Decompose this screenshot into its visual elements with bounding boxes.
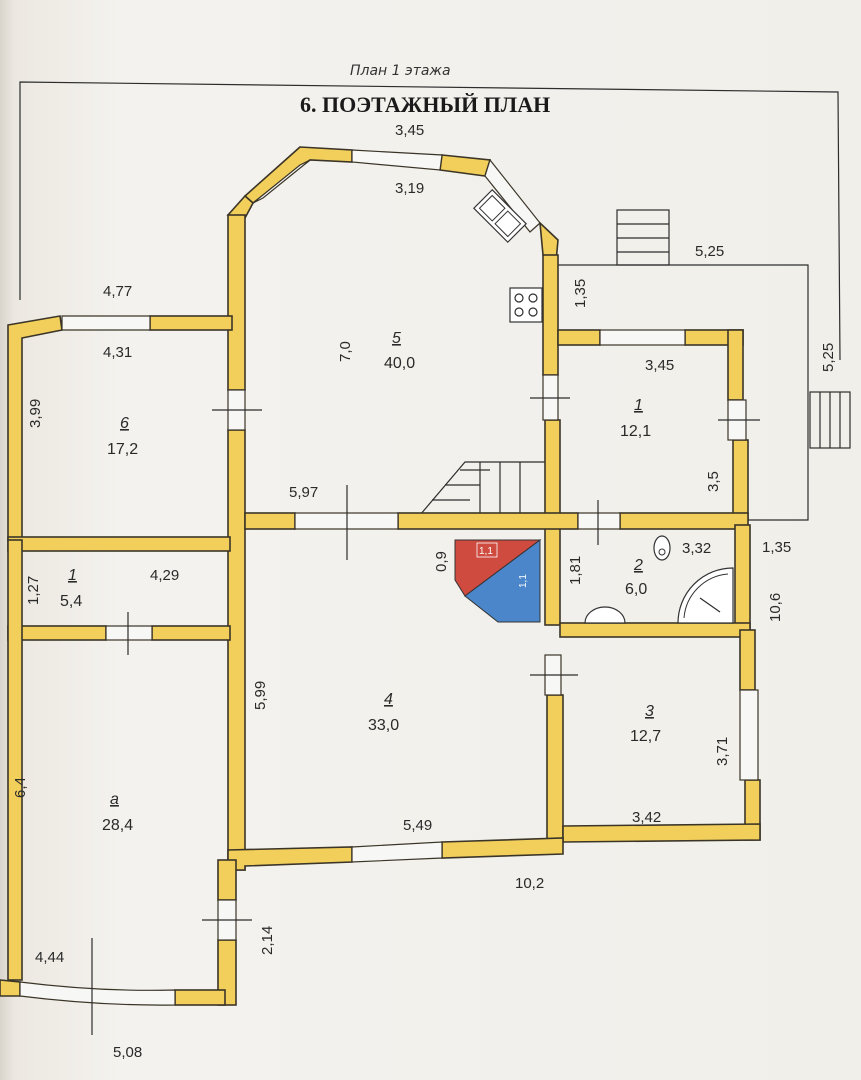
dim-stair-0-9: 0,9	[433, 551, 450, 572]
room-5-area: 40,0	[384, 355, 415, 372]
dim-porch-width: 5,25	[695, 243, 724, 260]
dim-left-top-outer: 4,77	[103, 283, 132, 300]
washbasin-fixture	[584, 606, 626, 624]
dim-room2-height: 1,81	[567, 556, 584, 585]
page-frame-line	[19, 81, 841, 361]
room-4-number: 4	[384, 691, 393, 708]
toilet-fixture	[653, 535, 671, 561]
sink-fixture	[472, 188, 528, 244]
shower-fixture	[677, 567, 734, 624]
handwritten-title: План 1 этажа	[350, 63, 451, 79]
dim-room1left-height: 1,27	[25, 576, 42, 605]
room-1-top-area: 12,1	[620, 423, 651, 440]
room-2-number: 2	[633, 557, 643, 574]
dim-room3-bottom: 3,42	[632, 809, 661, 826]
dim-room5-height: 7,0	[337, 341, 354, 362]
dim-room1-height: 3,5	[705, 471, 722, 492]
door-marks	[91, 397, 760, 1035]
room-2-area: 6,0	[625, 581, 647, 598]
room-1-top-number: 1	[634, 397, 643, 414]
staircase	[419, 461, 545, 516]
dim-veranda-5-08: 5,08	[113, 1044, 142, 1061]
porch-steps-top	[616, 209, 670, 266]
dim-veranda-4-44: 4,44	[35, 949, 64, 966]
dim-room1left-width: 4,29	[150, 567, 179, 584]
room-a-area: 28,4	[102, 817, 133, 834]
dim-left-6-4: 6,4	[12, 777, 29, 798]
dim-top-outer: 3,45	[395, 122, 424, 139]
windows	[19, 149, 759, 1006]
section-title: 6. ПОЭТАЖНЫЙ ПЛАН	[300, 92, 550, 117]
room-labels: 5 40,0 6 17,2 1 12,1 1 5,4 2 6,0 3 12,7 …	[60, 330, 661, 834]
walls	[0, 146, 761, 1006]
stove-top-fixture	[509, 287, 543, 323]
dim-5-97: 5,97	[289, 484, 318, 501]
heating-stove: 1,1 1,1	[454, 539, 542, 623]
dim-side-top: 1,35	[572, 279, 589, 308]
dim-room3-height: 3,71	[714, 737, 731, 766]
dim-total-10-2: 10,2	[515, 875, 544, 892]
dim-room1-width: 3,45	[645, 357, 674, 374]
room-5-number: 5	[392, 330, 401, 347]
dim-top-inner: 3,19	[395, 180, 424, 197]
dim-room4-height: 5,99	[252, 681, 269, 710]
room-6-area: 17,2	[107, 441, 138, 458]
porch-outline	[558, 264, 809, 521]
dim-total-10-6: 10,6	[767, 593, 784, 622]
room-3-area: 12,7	[630, 728, 661, 745]
porch-steps-right	[809, 391, 851, 449]
dim-porch-height: 5,25	[820, 343, 837, 372]
stove-label-top: 1,1	[479, 546, 493, 557]
room-1-left-number: 1	[68, 567, 77, 584]
stove-label-bottom: 1,1	[518, 574, 529, 588]
room-1-left-area: 5,4	[60, 593, 82, 610]
dim-room4-bottom: 5,49	[403, 817, 432, 834]
dimension-labels: 3,45 3,19 4,77 4,31 3,99 7,0 5,25 5,25 1…	[12, 122, 837, 1061]
dim-room2-width: 3,32	[682, 540, 711, 557]
dim-left-top-inner: 4,31	[103, 344, 132, 361]
dim-side-mid: 1,35	[762, 539, 791, 556]
dim-room6-height: 3,99	[27, 399, 44, 428]
room-a-number: а	[110, 791, 119, 808]
room-4-area: 33,0	[368, 717, 399, 734]
dim-2-14: 2,14	[259, 926, 276, 955]
room-6-number: 6	[120, 415, 129, 432]
room-3-number: 3	[645, 703, 654, 720]
